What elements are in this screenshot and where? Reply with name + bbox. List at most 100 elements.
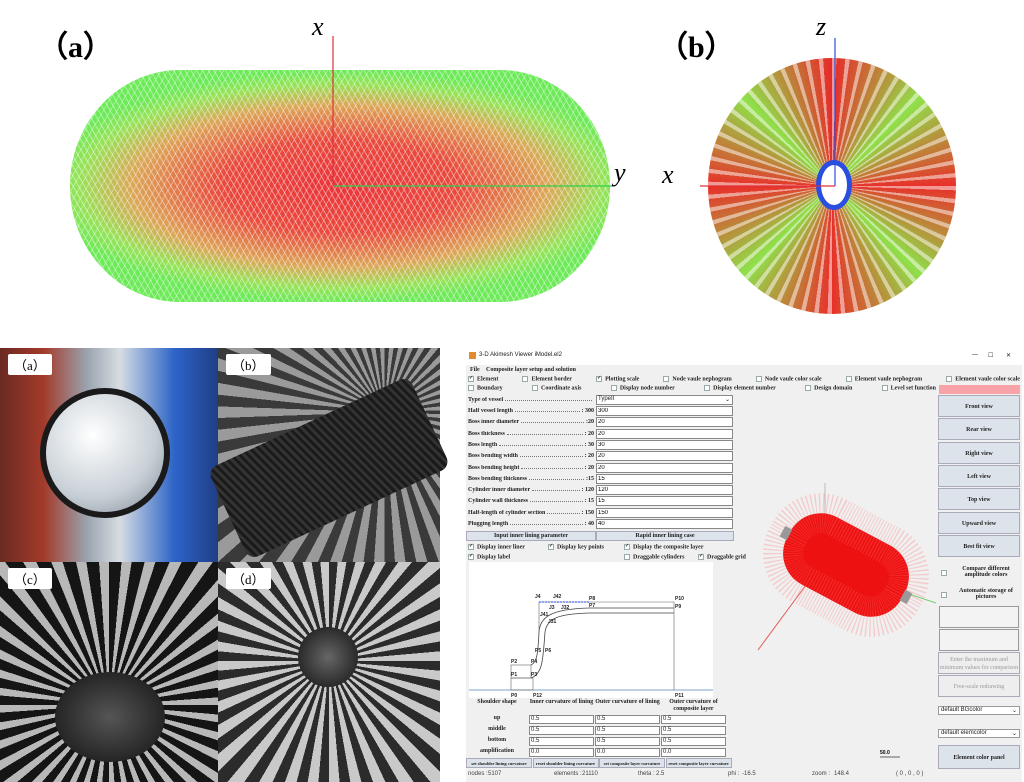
rapid-inner-lining-button[interactable]: Rapid inner lining case [596,531,734,541]
checkbox-label: Plotting scale [605,376,640,383]
shoulder-input[interactable]: 0.0 [529,748,594,757]
option-display-key-points[interactable]: ✓Display key points [548,544,604,550]
checkbox-box[interactable]: ✓ [698,554,704,560]
minimize-button[interactable]: — [972,352,978,358]
option-draggable-grid[interactable]: ✓Draggable grid [698,554,746,560]
top-view-button[interactable]: Top view [938,488,1020,511]
checkbox-box[interactable] [845,376,852,382]
param-input[interactable] [596,507,733,518]
shoulder-input[interactable]: 0.0 [595,748,660,757]
option-draggable-cylinders[interactable]: Draggable cylinders [624,554,685,560]
bg-color-select[interactable]: default BGcolor⌄ [938,706,1020,715]
checkbox-box[interactable] [704,385,711,391]
param-input[interactable] [596,519,733,529]
leader-line [515,411,580,412]
checkbox-box[interactable] [755,376,762,382]
compare-colors-checkbox[interactable] [941,570,947,576]
checkbox-box[interactable]: ✓ [468,376,474,382]
maximize-button[interactable]: ☐ [988,353,994,359]
checkbox-box[interactable] [610,385,617,391]
shoulder-input[interactable]: 0.5 [595,715,660,724]
checkbox-box[interactable] [532,385,538,391]
param-input[interactable] [596,485,733,496]
checkbox-element-border[interactable]: Element border [522,376,572,382]
option-label: Display key points [557,544,605,551]
checkbox-box[interactable]: ✓ [468,554,474,560]
max-value-input[interactable] [939,606,1019,628]
checkbox-element-vaule-color-scale[interactable]: Element vaule color scale [946,376,1020,382]
checkbox-box[interactable] [468,385,474,391]
axis-label-y: y [614,158,626,187]
shoulder-input[interactable]: 0.5 [529,737,594,746]
checkbox-box[interactable]: ✓ [468,544,474,550]
option-display-label[interactable]: ✓Display label [468,554,510,560]
shoulder-input[interactable]: 0.5 [595,737,660,746]
front-view-button[interactable]: Front view [938,395,1020,417]
best-fit-view-button[interactable]: Best fit view [938,534,1020,557]
checkbox-element[interactable]: ✓Element [468,376,498,382]
min-value-input[interactable] [939,629,1019,651]
input-inner-lining-button[interactable]: Input inner lining parameter [466,531,596,541]
menu-composite[interactable]: Composite layer setup and solution [486,367,576,373]
auto-storage-option[interactable]: Automatic storage of pictures [938,586,1020,606]
param-input[interactable] [596,462,733,473]
shoulder-input[interactable]: 0.5 [529,715,594,724]
shoulder-curvature-button[interactable]: set shoulder lining curvature [466,758,532,768]
checkbox-box[interactable]: ✓ [596,376,603,382]
shoulder-input[interactable]: 0.5 [529,726,594,735]
option-display-the-composite-layer[interactable]: ✓Display the composite layer [624,544,704,550]
param-row: Half-length of cylinder section: 150 [466,507,736,519]
checkbox-level-set-function[interactable]: Level set function [881,385,936,391]
shoulder-curvature-button[interactable]: reset composite layer curvature [665,758,732,768]
param-input[interactable] [596,473,733,484]
checkbox-box[interactable] [805,385,812,391]
upward-view-button[interactable]: Upward view [938,511,1020,534]
checkbox-plotting-scale[interactable]: ✓Plotting scale [596,376,639,382]
checkbox-display-element-number[interactable]: Display element number [704,385,776,391]
param-input[interactable] [596,406,733,416]
param-hint: :20 [586,419,594,426]
checkbox-box[interactable]: ✓ [624,544,630,550]
shoulder-input[interactable]: 0.0 [661,748,726,757]
rear-view-button[interactable]: Rear view [938,418,1020,441]
param-input[interactable] [596,451,733,462]
checkbox-coordinate-axis[interactable]: Coordinate axis [532,385,582,391]
close-button[interactable]: ✕ [1006,353,1012,359]
checkbox-box[interactable] [663,376,670,382]
param-input[interactable] [596,496,733,507]
option-display-inner-liner[interactable]: ✓Display inner liner [468,544,525,550]
checkbox-box[interactable] [881,385,888,391]
shoulder-curvature-button[interactable]: set composite layer curvature [599,758,665,768]
param-input[interactable] [596,417,733,428]
auto-storage-checkbox[interactable] [941,592,947,598]
param-label: Boss bending height: 20 [468,465,594,471]
param-input[interactable] [596,428,733,439]
vessel-type-select[interactable]: TypeII ⌄ [596,395,733,405]
checkbox-element-vaule-nephogram[interactable]: Element vaule nephogram [845,376,922,382]
compare-colors-option[interactable]: Compare different amplitude colors [938,564,1020,584]
elem-color-select[interactable]: default elemcolor⌄ [938,729,1020,738]
3d-viewport[interactable]: 50.0 [738,395,936,770]
checkbox-box[interactable] [624,554,630,560]
checkbox-box[interactable] [946,376,953,382]
shoulder-input[interactable]: 0.5 [661,715,726,724]
checkbox-design-domain[interactable]: Design domain [805,385,852,391]
checkbox-node-vaule-nephogram[interactable]: Node vaule nephogram [663,376,732,382]
checkbox-boundary[interactable]: Boundary [468,385,503,391]
shoulder-input[interactable]: 0.5 [595,726,660,735]
checkbox-node-vaule-color-scale[interactable]: Node vaule color scale [755,376,822,382]
menu-file[interactable]: File [470,367,480,373]
right-view-button[interactable]: Right view [938,441,1020,464]
shoulder-curvature-button[interactable]: reset shoulder lining curvature [532,758,599,768]
checkbox-box[interactable] [522,376,529,382]
param-input[interactable] [596,439,733,450]
shoulder-input[interactable]: 0.5 [661,737,726,746]
free-scale-redraw-button[interactable]: Free-scale redrawing [938,675,1020,697]
checkbox-box[interactable]: ✓ [548,544,554,550]
element-color-panel-button[interactable]: Element color panel [938,745,1020,769]
wound-fiber [55,672,165,762]
checkbox-display-node-number[interactable]: Display node number [610,385,675,391]
left-view-button[interactable]: Left view [938,464,1020,487]
shoulder-input[interactable]: 0.5 [661,726,726,735]
